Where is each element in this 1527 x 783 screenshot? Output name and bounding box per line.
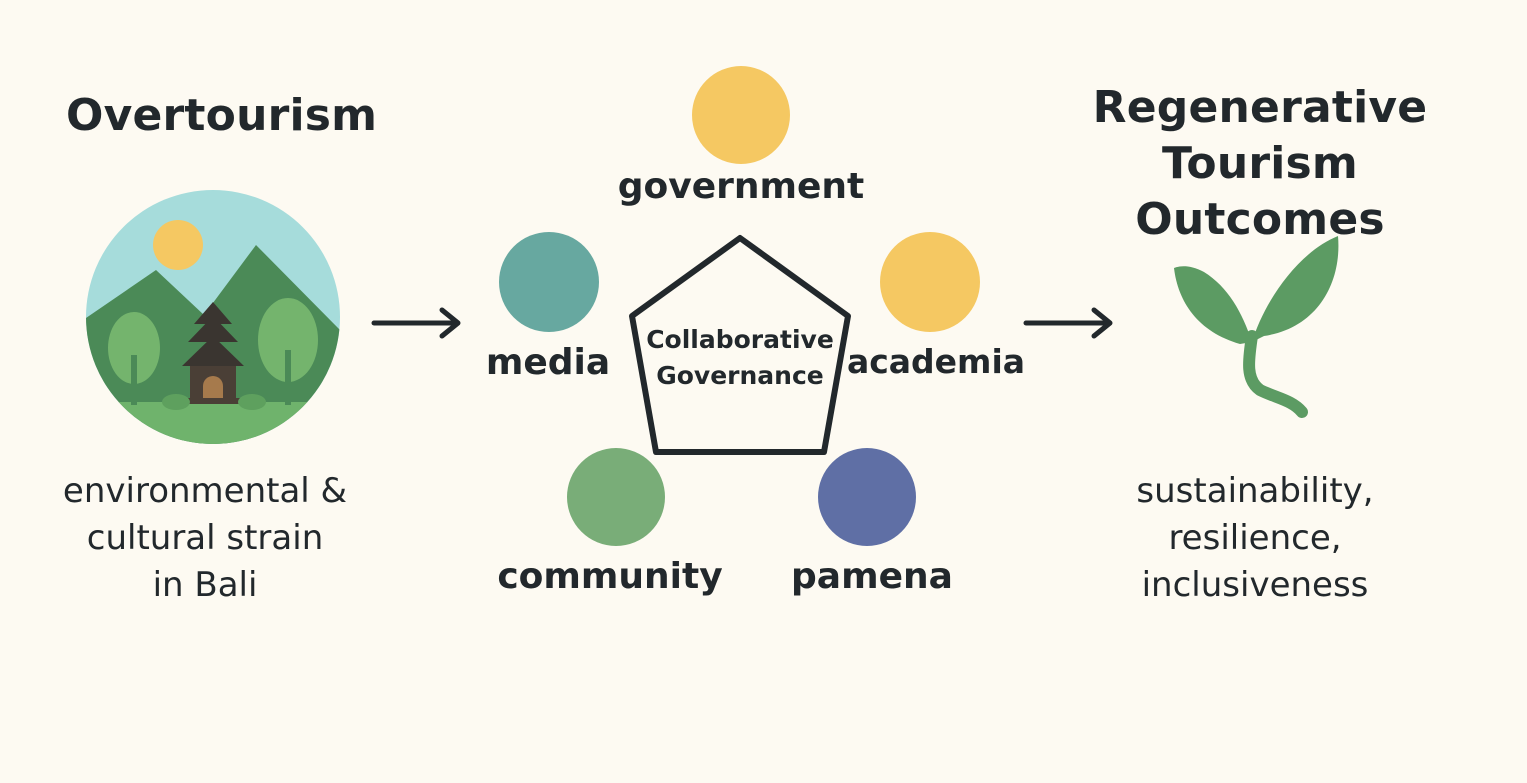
desc-line: inclusiveness — [1141, 565, 1369, 605]
desc-line: resilience, — [1168, 518, 1342, 558]
collaborative-governance-pentagon — [629, 235, 851, 455]
regenerative-title: Regenerative Tourism Outcomes — [1050, 80, 1470, 248]
sun-shape — [153, 220, 203, 270]
media-label: media — [485, 342, 611, 383]
outcomes-description: sustainability, resilience, inclusivenes… — [1090, 468, 1420, 609]
center-label-line: Collaborative — [646, 325, 834, 354]
media-node — [499, 232, 599, 332]
community-node — [567, 448, 665, 546]
arrow-right-icon — [371, 307, 461, 339]
bali-landscape-icon — [86, 190, 340, 444]
overtourism-description: environmental & cultural strain in Bali — [40, 468, 370, 609]
sprout-icon — [1174, 236, 1339, 418]
desc-line: environmental & — [62, 471, 348, 511]
pamena-label: pamena — [791, 556, 953, 597]
title-line: Regenerative — [1092, 82, 1428, 133]
academia-node — [880, 232, 980, 332]
center-label-line: Governance — [656, 361, 824, 390]
arrow-right-icon — [1023, 307, 1113, 339]
community-label: community — [497, 556, 723, 597]
collaborative-governance-label: Collaborative Governance — [624, 322, 856, 394]
overtourism-title: Overtourism — [66, 90, 378, 141]
title-line: Tourism Outcomes — [1135, 138, 1385, 245]
government-node — [692, 66, 790, 164]
desc-line: cultural strain — [86, 518, 324, 558]
pamena-node — [818, 448, 916, 546]
desc-line: in Bali — [152, 565, 258, 605]
academia-label: academia — [846, 342, 1026, 381]
desc-line: sustainability, — [1136, 471, 1374, 511]
government-label: government — [617, 166, 865, 207]
